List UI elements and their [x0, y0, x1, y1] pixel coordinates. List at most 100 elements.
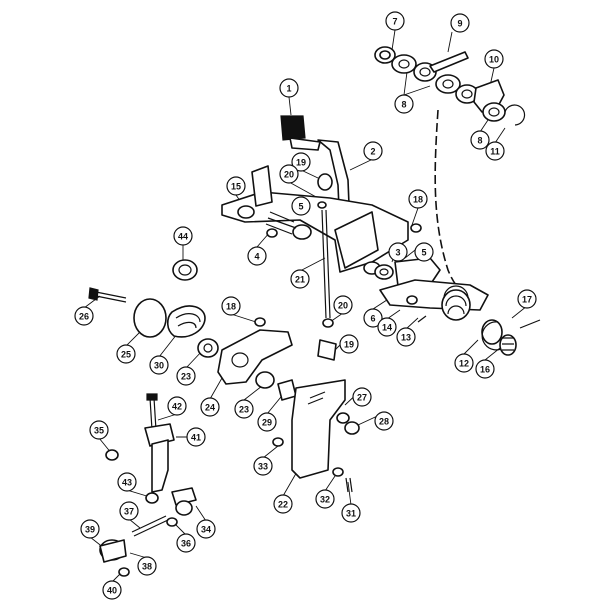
callout-c18a: 18 — [408, 189, 428, 209]
callout-circle — [89, 420, 109, 440]
callout-c13: 13 — [396, 327, 416, 347]
callout-number: 8 — [401, 100, 406, 110]
callout-c15: 15 — [226, 176, 246, 196]
callout-circle — [119, 501, 139, 521]
callout-c17: 17 — [517, 289, 537, 309]
callout-number: 20 — [338, 301, 348, 311]
callout-c43: 43 — [117, 472, 137, 492]
callout-circle — [196, 519, 216, 539]
callout-circle — [290, 269, 310, 289]
callout-number: 9 — [457, 19, 462, 29]
callout-number: 36 — [181, 539, 191, 549]
callout-number: 20 — [284, 170, 294, 180]
callout-number: 37 — [124, 507, 134, 517]
callout-circle — [470, 130, 490, 150]
callout-c25: 25 — [116, 344, 136, 364]
callout-number: 19 — [296, 158, 306, 168]
rod-21 — [317, 209, 337, 361]
callout-c36: 36 — [176, 533, 196, 553]
callout-number: 32 — [320, 495, 330, 505]
callout-number: 27 — [357, 393, 367, 403]
callout-number: 40 — [107, 586, 117, 596]
callout-circle — [234, 399, 254, 419]
part-cluster-upper-right — [374, 46, 526, 126]
callout-c41: 41 — [186, 427, 206, 447]
callout-circle — [176, 533, 196, 553]
callout-circle — [394, 94, 414, 114]
callout-number: 34 — [201, 525, 211, 535]
callout-c31: 31 — [341, 503, 361, 523]
callout-circle — [173, 226, 193, 246]
callout-c23a: 23 — [176, 366, 196, 386]
callout-number: 42 — [172, 402, 182, 412]
callout-circle — [279, 78, 299, 98]
callout-number: 4 — [254, 252, 259, 262]
callout-number: 5 — [421, 248, 426, 258]
callout-circle — [352, 387, 372, 407]
callout-c10: 10 — [484, 49, 504, 69]
callout-number: 18 — [226, 302, 236, 312]
bracket-22 — [255, 371, 360, 493]
control-cable — [434, 109, 467, 296]
callout-c8a: 8 — [394, 94, 414, 114]
callout-c6: 6 — [363, 308, 383, 328]
callout-number: 16 — [480, 365, 490, 375]
callout-number: 17 — [522, 295, 532, 305]
callout-circle — [279, 164, 299, 184]
callout-number: 19 — [344, 340, 354, 350]
callout-circle — [247, 246, 267, 266]
callout-circle — [315, 489, 335, 509]
callout-number: 10 — [489, 55, 499, 65]
callout-c34: 34 — [196, 519, 216, 539]
callout-c28: 28 — [374, 411, 394, 431]
callout-circle — [80, 519, 100, 539]
callout-number: 31 — [346, 509, 356, 519]
callout-number: 22 — [278, 500, 288, 510]
callout-circle — [414, 242, 434, 262]
callout-number: 2 — [370, 147, 375, 157]
callout-c44: 44 — [173, 226, 193, 246]
callout-c7: 7 — [385, 11, 405, 31]
callout-c19a: 19 — [291, 152, 311, 172]
callout-circle — [454, 353, 474, 373]
callout-c20b: 20 — [333, 295, 353, 315]
callout-number: 35 — [94, 426, 104, 436]
callout-c2: 2 — [363, 141, 383, 161]
callout-circle — [291, 152, 311, 172]
callout-circle — [102, 580, 122, 600]
callout-c12: 12 — [454, 353, 474, 373]
callout-number: 44 — [178, 232, 188, 242]
callout-number: 39 — [85, 525, 95, 535]
callout-number: 12 — [459, 359, 469, 369]
callout-number: 5 — [298, 202, 303, 212]
callout-c4: 4 — [247, 246, 267, 266]
callout-circle — [221, 296, 241, 316]
callout-layer: 1234556788910111213141516171818191920202… — [74, 11, 537, 600]
callout-c23b: 23 — [234, 399, 254, 419]
callout-number: 24 — [205, 403, 215, 413]
callout-c9: 9 — [450, 13, 470, 33]
callout-c29: 29 — [257, 412, 277, 432]
callout-circle — [116, 344, 136, 364]
callout-number: 18 — [413, 195, 423, 205]
callout-c30: 30 — [149, 355, 169, 375]
callout-c3: 3 — [388, 242, 408, 262]
callout-circle — [388, 242, 408, 262]
callout-circle — [485, 141, 505, 161]
callout-c24: 24 — [200, 397, 220, 417]
callout-number: 21 — [295, 275, 305, 285]
callout-circle — [385, 11, 405, 31]
callout-c35: 35 — [89, 420, 109, 440]
callout-circle — [333, 295, 353, 315]
callout-circle — [186, 427, 206, 447]
callout-number: 38 — [142, 562, 152, 572]
callout-c14: 14 — [377, 317, 397, 337]
callout-circle — [167, 396, 187, 416]
callout-number: 8 — [477, 136, 482, 146]
callout-number: 3 — [395, 248, 400, 258]
callout-number: 7 — [392, 17, 397, 27]
callout-number: 29 — [262, 418, 272, 428]
callout-c5b: 5 — [414, 242, 434, 262]
callout-c18b: 18 — [221, 296, 241, 316]
